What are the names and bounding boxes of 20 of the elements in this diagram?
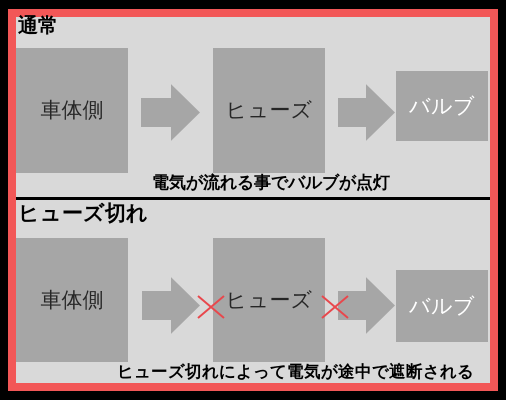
block-arrow [141,84,200,141]
node-label: バルブ [409,292,475,320]
node-label: 車体側 [40,97,104,124]
process-box [396,270,488,342]
section-title: ヒューズ切れ [18,203,148,224]
process-box [213,48,325,173]
caption-text: 電気が流れる事でバルブが点灯 [152,175,390,192]
node-label: ヒューズ [226,286,312,314]
node-label: 車体側 [40,286,104,314]
block-arrow [338,84,395,141]
block-arrow [338,277,395,334]
block-arrow [142,277,200,334]
node-label: バルブ [409,92,475,120]
caption-text: ヒューズ切れによって電気が途中で遮断される [117,364,474,380]
process-box [396,71,488,141]
process-box [16,48,128,173]
section-title: 通常 [18,15,58,35]
node-label: ヒューズ [226,97,312,124]
process-box [213,238,325,362]
process-box [16,238,128,362]
